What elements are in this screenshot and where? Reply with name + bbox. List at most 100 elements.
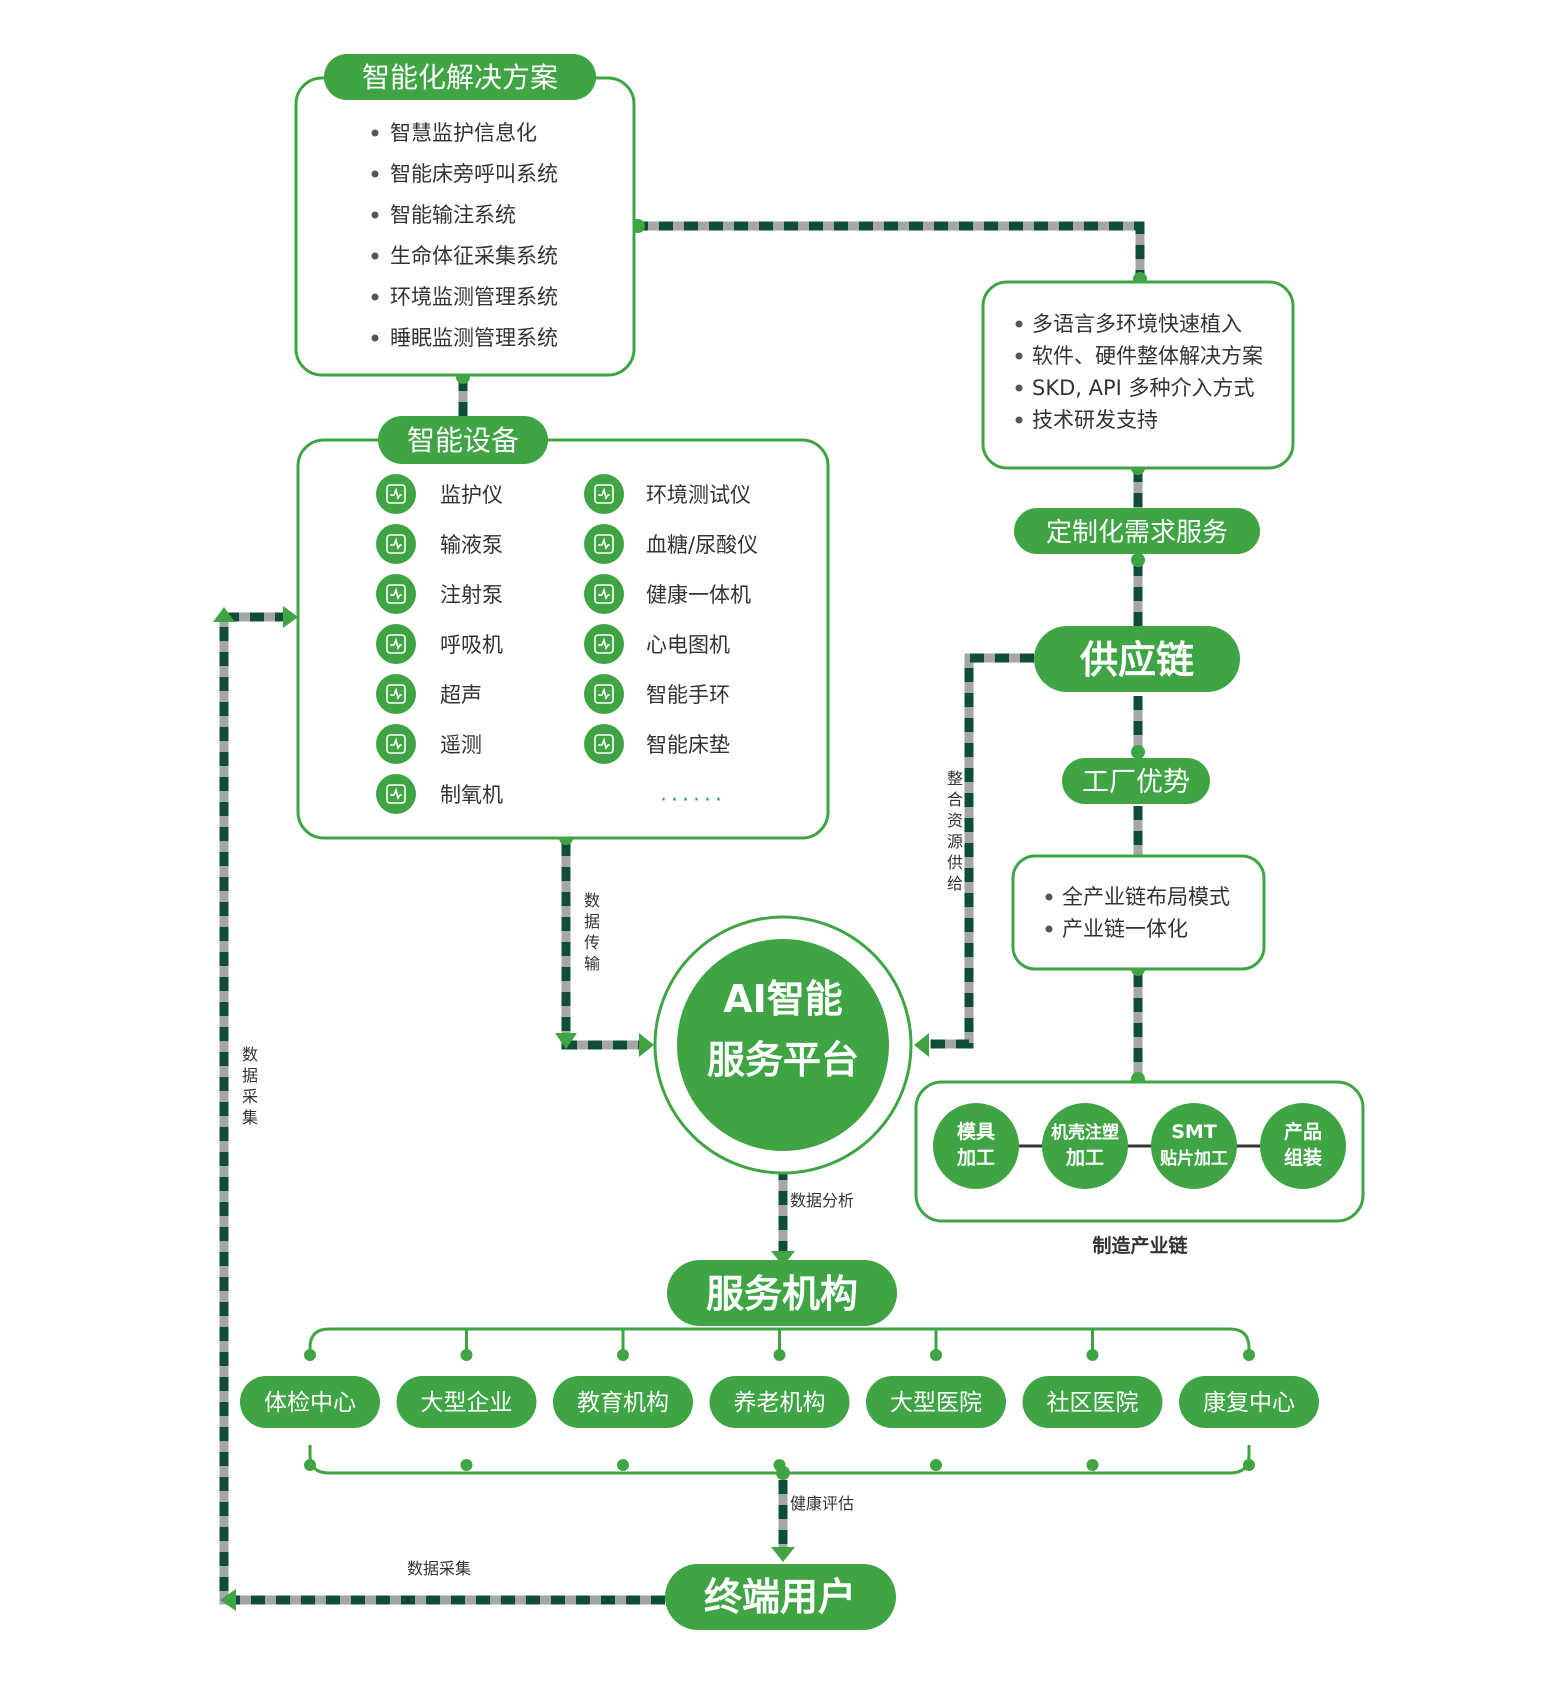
arrowheads [213,606,929,1611]
solution-item: 生命体征采集系统 [390,244,558,268]
solution-item: 智能输注系统 [390,203,516,227]
institution-dot [617,1459,629,1471]
label-data-transfer: 数据传输 [584,891,600,973]
device-label: 智能手环 [646,683,730,707]
factory-title-pill [1062,758,1210,804]
environment-tester-icon [584,474,624,514]
custom-item: 技术研发支持 [1032,408,1158,432]
custom-title: 定制化需求服务 [1046,518,1228,548]
institution-pill [866,1376,1006,1428]
arrow-up-left [213,607,235,622]
devices-list: 监护仪输液泵注射泵呼吸机超声遥测制氧机环境测试仪血糖/尿酸仪健康一体机心电图机智… [376,474,758,814]
bullet-dot [1015,384,1023,392]
supply-chain-pill [1034,626,1240,692]
institution-dot [304,1459,316,1471]
oxygen-concentrator-icon [376,774,416,814]
bullet-dot [371,129,379,137]
device-label: 监护仪 [440,483,503,507]
solutions-title: 智能化解决方案 [362,61,558,94]
institution-label: 大型医院 [890,1390,982,1416]
monitor-icon [376,474,416,514]
device-label: 血糖/尿酸仪 [646,533,758,557]
institution-dot [930,1459,942,1471]
institution-pill [709,1376,850,1428]
manufacturing-caption: 制造产业链 [1092,1234,1187,1257]
manufacturing-step-line1: 机壳注塑 [1051,1122,1119,1143]
ventilator-icon [376,624,416,664]
solutions-list: 智慧监护信息化智能床旁呼叫系统智能输注系统生命体征采集系统环境监测管理系统睡眠监… [371,121,558,350]
institution-label: 体检中心 [264,1390,356,1416]
ultrasound-icon [376,674,416,714]
bullet-dot [1045,893,1053,901]
manufacturing-step-line2: 组装 [1284,1146,1322,1169]
arrow-into-devices [283,606,298,628]
solutions-title-pill [324,54,596,100]
device-label: 注射泵 [440,583,503,607]
manufacturing-step-line2: 贴片加工 [1160,1148,1228,1169]
institution-dot [1243,1459,1255,1471]
arrow-left-bottom [220,1589,236,1611]
bullet-dot [371,252,379,260]
bullet-dot [371,293,379,301]
devices-title-pill [378,416,548,464]
manufacturing-step-line2: 加工 [956,1147,995,1169]
ecg-machine-icon [584,624,624,664]
infusion-pump-icon [376,524,416,564]
end-user: 终端用户 [665,1564,896,1630]
syringe-pump-icon [376,574,416,614]
supply-chain-title: 供应链 [1080,638,1194,682]
device-label: 呼吸机 [440,633,503,657]
devices-more: ······ [660,788,726,813]
manufacturing-step-line2: 加工 [1065,1147,1104,1169]
arrow-device-down [555,1033,577,1049]
platform-line1: AI智能 [723,977,843,1021]
manufacturing-step-line1: 模具 [957,1120,995,1143]
institution-label: 教育机构 [577,1390,669,1416]
devices-title: 智能设备 [407,424,519,457]
institution-label: 养老机构 [734,1390,826,1416]
bullet-dot [371,334,379,342]
solution-item: 睡眠监测管理系统 [390,326,558,350]
solution-item: 智慧监护信息化 [390,121,537,145]
custom-item: 软件、硬件整体解决方案 [1032,344,1263,368]
device-label: 超声 [440,683,482,707]
manufacturing-step [1151,1103,1237,1189]
institution-label: 社区医院 [1047,1390,1139,1416]
institution-dot [460,1459,473,1471]
bullet-dot [1015,352,1023,360]
manufacturing-step [933,1103,1019,1189]
institution-label: 康复中心 [1203,1390,1295,1416]
institutions: 服务机构 体检中心大型企业教育机构养老机构大型医院社区医院康复中心 [240,1260,1319,1475]
institution-dot [1086,1459,1099,1471]
manufacturing-step-line1: 产品 [1284,1120,1322,1143]
devices-box: 智能设备 监护仪输液泵注射泵呼吸机超声遥测制氧机环境测试仪血糖/尿酸仪健康一体机… [296,416,830,840]
label-data-analysis: 数据分析 [790,1191,854,1210]
device-label: 健康一体机 [646,583,751,607]
institution-pill [1022,1376,1163,1428]
label-data-collect-bottom: 数据采集 [407,1559,471,1578]
manufacturing-step [1260,1103,1346,1189]
custom-item: 多语言多环境快速植入 [1032,312,1242,336]
smart-mattress-icon [584,724,624,764]
institutions-title-pill [667,1260,897,1326]
device-label: 输液泵 [440,533,503,557]
smart-band-icon [584,674,624,714]
label-health-eval: 健康评估 [790,1494,854,1513]
institution-pill [240,1376,380,1428]
custom-item: SKD, API 多种介入方式 [1032,376,1255,400]
institution-dot [304,1349,316,1361]
manufacturing-step-line1: SMT [1171,1121,1217,1143]
bullet-dot [371,211,379,219]
custom-title-pill [1014,508,1260,554]
end-user-pill [665,1564,896,1630]
device-label: 遥测 [440,733,482,757]
device-label: 心电图机 [646,633,730,657]
institution-dot [1243,1349,1255,1361]
ai-platform: AI智能 服务平台 [653,915,913,1175]
arrow-into-platform-right [914,1033,929,1057]
